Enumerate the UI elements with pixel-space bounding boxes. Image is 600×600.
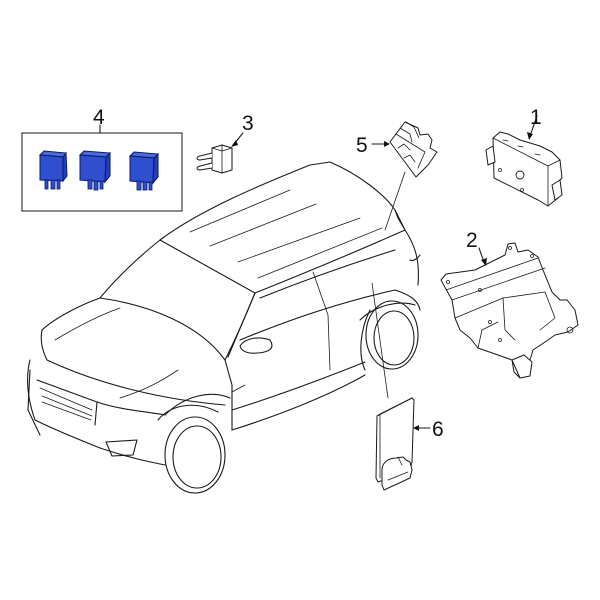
callout-3[interactable]: 3 [242,112,254,135]
fuse-icon[interactable] [196,144,233,174]
car-body-outline [26,161,421,494]
leader-line [384,171,406,231]
callout-4[interactable]: 4 [93,106,105,129]
relay-icon[interactable] [38,150,68,190]
module-icon[interactable] [485,131,563,207]
arrow-icon [481,258,487,266]
control-unit-group[interactable]: 6 [371,282,444,491]
relay-icon[interactable] [128,151,160,191]
mini-fuse-group[interactable]: 3 [196,112,254,174]
callout-2[interactable]: 2 [466,229,478,252]
control-module-group[interactable]: 1 [485,106,563,207]
module-connector-group[interactable]: 5 [356,121,438,231]
arrow-icon [231,140,238,147]
bracket-icon[interactable] [440,242,579,379]
relay-set-group[interactable]: 4 [21,106,183,212]
leader-line [529,115,538,137]
callout-1[interactable]: 1 [530,106,542,129]
control-unit-icon[interactable] [375,397,415,491]
arrow-icon [527,132,533,140]
arrow-icon [413,425,419,431]
relay-icon[interactable] [78,150,112,191]
leader-line [371,282,389,399]
arrow-icon [384,141,390,147]
callout-5[interactable]: 5 [356,134,368,157]
connector-icon[interactable] [389,121,438,178]
callout-6[interactable]: 6 [432,418,444,441]
mounting-bracket-group[interactable]: 2 [440,229,579,379]
